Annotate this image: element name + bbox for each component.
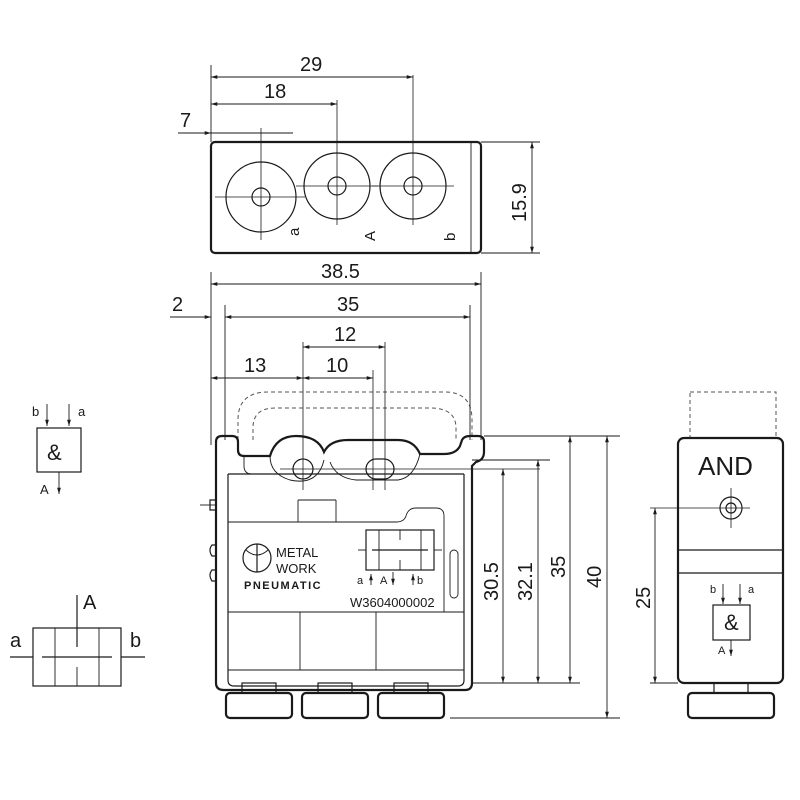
side-sym-A: A — [718, 645, 726, 657]
dim-13: 13 — [244, 355, 266, 377]
top-view: a A b 29 18 7 15.9 — [178, 54, 540, 255]
plate-port-A: A — [380, 575, 388, 587]
top-view-body — [209, 140, 483, 255]
dim-35: 35 — [337, 294, 359, 316]
top-port-a-label: a — [286, 227, 303, 236]
valve-port-b: b — [130, 630, 141, 652]
dim-29: 29 — [300, 54, 322, 76]
dim-25: 25 — [633, 587, 655, 609]
part-number: W3604000002 — [350, 595, 435, 610]
dim-2: 2 — [172, 294, 183, 316]
plate-port-b: b — [417, 575, 423, 587]
dim-10: 10 — [326, 355, 348, 377]
dim-38-5: 38.5 — [321, 261, 360, 283]
top-port-b-label: b — [442, 233, 459, 241]
side-fitting — [686, 691, 776, 720]
side-and-label: AND — [698, 451, 753, 481]
top-port-A-label: A — [362, 231, 379, 241]
logo-line1: METAL — [276, 545, 318, 560]
side-and-symbol-box — [712, 604, 751, 641]
side-sym-a: a — [748, 584, 755, 596]
logic-glyph: & — [47, 440, 62, 465]
metal-work-logo: METAL WORK PNEUMATIC — [242, 543, 322, 592]
shuttle-valve-symbol: A a b — [10, 592, 145, 687]
dim-35-vertical: 35 — [548, 556, 570, 578]
fittings — [224, 682, 446, 720]
front-view: METAL WORK PNEUMATIC a A b W3604000002 — [170, 261, 620, 720]
logic-in-a: a — [78, 404, 86, 419]
dim-30-5: 30.5 — [481, 562, 503, 601]
logo-line2: WORK — [276, 561, 317, 576]
logo-line3: PNEUMATIC — [244, 580, 322, 592]
side-sym-b: b — [710, 584, 716, 596]
plate-valve-symbol: a A b — [357, 529, 442, 587]
front-body-outline — [214, 434, 486, 692]
and-logic-symbol: & b a A — [32, 404, 86, 497]
logic-out-A: A — [40, 482, 49, 497]
dim-12: 12 — [334, 324, 356, 346]
dim-15-9: 15.9 — [509, 183, 531, 222]
dim-7: 7 — [180, 110, 191, 132]
valve-port-A: A — [83, 592, 97, 614]
side-and-glyph: & — [724, 610, 739, 635]
valve-port-a: a — [10, 630, 22, 652]
logic-in-b: b — [32, 404, 39, 419]
side-handle-dashed — [689, 391, 777, 439]
dim-32-1: 32.1 — [515, 562, 537, 601]
plate-port-a: a — [357, 575, 364, 587]
side-view: AND & b a A 25 — [633, 391, 785, 720]
dim-40: 40 — [584, 566, 606, 588]
dim-18: 18 — [264, 81, 286, 103]
